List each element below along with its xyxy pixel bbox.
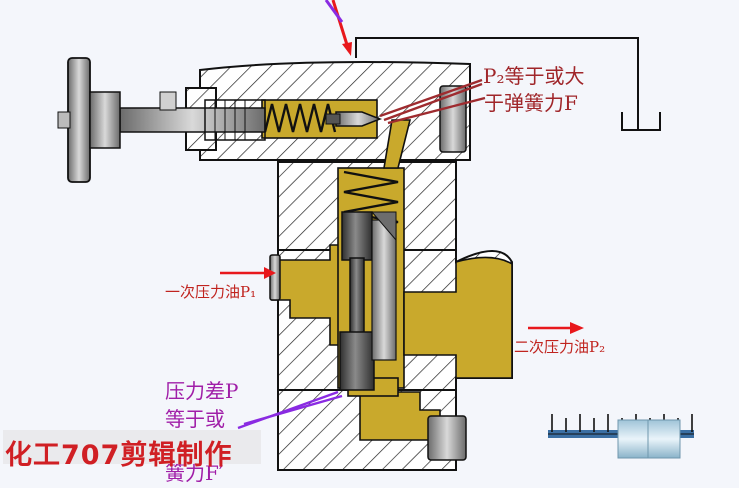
pointer-lines <box>237 78 486 430</box>
pilot-spring <box>263 103 337 133</box>
label-dp-line1: 压力差P <box>165 379 239 403</box>
watermark-text: 化工707剪辑制作 <box>5 440 233 471</box>
handwheel-icon[interactable] <box>57 57 121 183</box>
label-dp-line3: 簧力F′ <box>165 461 224 485</box>
main-spring <box>343 170 399 234</box>
drain-line <box>355 37 639 130</box>
label-outlet: 二次压力油P₂ <box>514 338 606 356</box>
adjust-stem <box>119 91 266 141</box>
label-p2-line2: 于弹簧力F <box>484 91 578 115</box>
tank-symbol <box>621 112 661 131</box>
main-spool <box>339 211 397 391</box>
side-plugs <box>269 85 467 461</box>
watermark: 化工707剪辑制作 <box>3 430 261 471</box>
flow-arrows <box>220 0 584 334</box>
label-dp-line2: 等于或 <box>165 407 225 431</box>
label-p2-line1: P₂等于或大 <box>483 64 585 88</box>
label-inlet: 一次压力油P₁ <box>165 283 257 301</box>
slider-knob-icon[interactable] <box>617 419 681 459</box>
oil-passages <box>261 99 513 441</box>
